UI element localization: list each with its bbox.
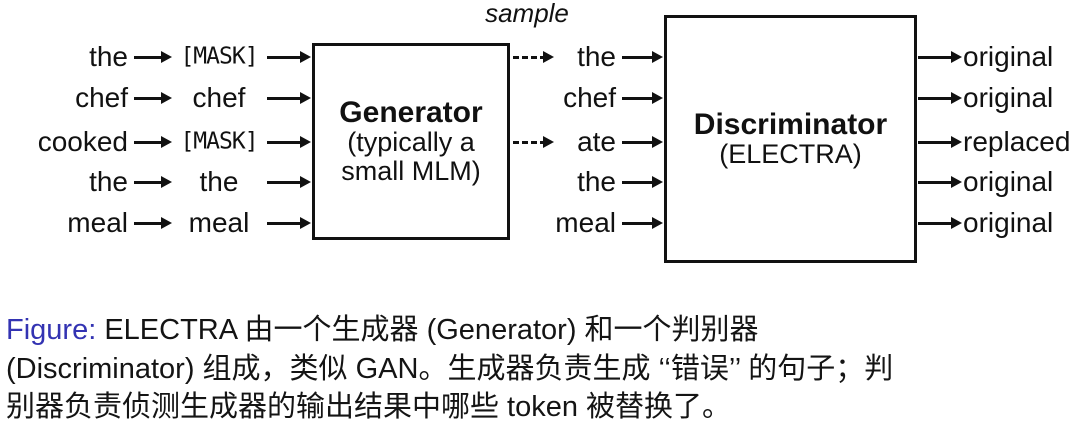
token-word: the: [199, 166, 239, 197]
arrow-icon: [134, 209, 172, 237]
prediction-label: replaced: [963, 126, 1071, 157]
generator-subtitle-line2: small MLM): [341, 156, 481, 187]
discriminator-box: Discriminator (ELECTRA): [664, 15, 917, 263]
input-word: the: [89, 166, 128, 197]
arrow-icon: [267, 128, 311, 156]
token-word: chef: [192, 82, 246, 113]
arrow-icon: [622, 168, 663, 196]
discriminator-title: Discriminator: [693, 107, 888, 141]
arrow-icon: [267, 168, 311, 196]
arrow-icon: [918, 84, 962, 112]
arrow-icon: [267, 43, 311, 71]
token-row: the [MASK] the original: [0, 43, 1080, 71]
arrow-icon: [134, 84, 172, 112]
arrow-icon: [918, 43, 962, 71]
sample-dashed-arrow-icon: [513, 43, 554, 71]
generated-word: the: [577, 166, 616, 197]
electra-architecture-diagram: sample the [MASK] the original chef chef…: [0, 0, 1080, 263]
input-word: chef: [75, 82, 128, 113]
input-word: cooked: [37, 126, 128, 157]
token-row: chef chef chef original: [0, 84, 1080, 112]
figure-caption: Figure: ELECTRA 由一个生成器 (Generator) 和一个判别…: [6, 311, 1078, 427]
prediction-label: original: [963, 82, 1054, 113]
token-row: the the the original: [0, 168, 1080, 196]
input-word: the: [89, 41, 128, 72]
prediction-label: original: [963, 166, 1054, 197]
generator-title: Generator: [339, 95, 483, 129]
generator-subtitle-line1: (typically a: [347, 127, 475, 158]
figure-label: Figure:: [6, 314, 97, 346]
arrow-icon: [622, 84, 663, 112]
caption-line-1: Figure: ELECTRA 由一个生成器 (Generator) 和一个判别…: [6, 311, 1078, 350]
token-word: meal: [188, 207, 250, 238]
arrow-icon: [918, 128, 962, 156]
arrow-icon: [918, 209, 962, 237]
arrow-icon: [622, 128, 663, 156]
prediction-label: original: [963, 207, 1054, 238]
arrow-icon: [267, 84, 311, 112]
token-row: cooked [MASK] ate replaced: [0, 128, 1080, 156]
mask-token: [MASK]: [180, 43, 258, 70]
caption-line-2: (Discriminator) 组成，类似 GAN。生成器负责生成 ‘‘错误’’…: [6, 352, 894, 385]
generated-word: chef: [563, 82, 616, 113]
arrow-icon: [134, 168, 172, 196]
generated-word: the: [577, 41, 616, 72]
arrow-icon: [134, 128, 172, 156]
sample-dashed-arrow-icon: [513, 128, 554, 156]
arrow-icon: [267, 209, 311, 237]
generated-word: ate: [577, 126, 616, 157]
arrow-icon: [918, 168, 962, 196]
prediction-label: original: [963, 41, 1054, 72]
generated-word: meal: [555, 207, 616, 238]
arrow-icon: [622, 209, 663, 237]
sample-label: sample: [485, 0, 569, 28]
token-row: meal meal meal original: [0, 209, 1080, 237]
mask-token: [MASK]: [180, 128, 258, 155]
arrow-icon: [622, 43, 663, 71]
discriminator-subtitle: (ELECTRA): [719, 139, 862, 170]
generator-box: Generator (typically a small MLM): [312, 43, 510, 240]
caption-line-1-text: ELECTRA 由一个生成器 (Generator) 和一个判别器: [96, 314, 759, 346]
arrow-icon: [134, 43, 172, 71]
input-word: meal: [67, 207, 128, 238]
caption-line-3: 别器负责侦测生成器的输出结果中哪些 token 被替换了。: [6, 391, 732, 423]
